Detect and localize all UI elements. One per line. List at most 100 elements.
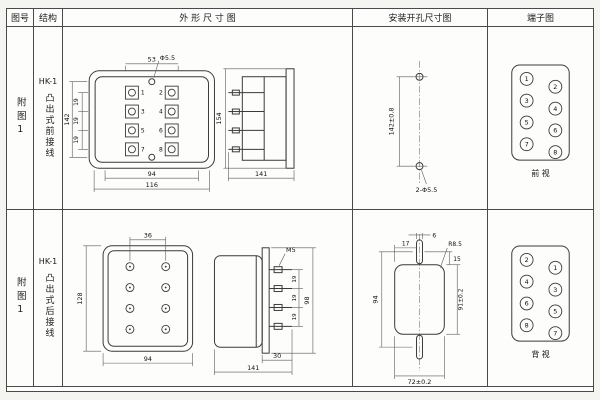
view-label-back: 背 视 (531, 349, 549, 359)
terminal-no-3: 3 (141, 109, 145, 116)
dim-screw-thread: M5 (286, 246, 296, 254)
outline-drawing-front-wiring: 53 Φ5.5 142 19 19 19 1 2 3 4 5 6 7 8 94 … (63, 54, 295, 193)
mounting-cell-row2: R8.5 6 17 15 94 91±0.2 72±0.2 (353, 210, 488, 387)
dim-inner-width: 94 (148, 170, 156, 178)
view-label-front: 前 视 (531, 168, 549, 178)
header-mounting: 安装开孔尺寸图 (353, 9, 488, 27)
header-outline: 外 形 尺 寸 图 (63, 9, 353, 27)
mounting-cutout-drawing-rear: R8.5 6 17 15 94 91±0.2 72±0.2 (371, 232, 465, 386)
relay-rear-view (102, 245, 194, 352)
figure-label: 附图1 (14, 277, 26, 319)
terminal-1: 1 (525, 75, 529, 83)
terminal-no-2: 2 (159, 90, 163, 97)
dim-side-height: 154 (215, 112, 223, 124)
outline-drawing-rear-wiring: 36 128 94 M5 19 19 19 98 30 141 (76, 231, 316, 376)
dim-horizontal-spacing: 72±0.2 (408, 378, 432, 386)
terminal-5: 5 (525, 119, 529, 127)
terminal-no-5: 5 (141, 127, 145, 134)
dim-side-height: 98 (303, 296, 311, 304)
terminal-cell-row2: 2 4 6 8 1 3 5 7 背 视 (488, 210, 593, 387)
terminal-screws (125, 262, 171, 334)
terminal-4: 4 (553, 105, 557, 113)
terminal-no-8: 8 (159, 146, 163, 153)
dim-width: 94 (144, 355, 152, 363)
dim-top-hole: Φ5.5 (160, 54, 175, 62)
model-label: HK-1 (38, 77, 58, 86)
dim-hole-size: 2-Φ5.5 (416, 186, 438, 194)
dim-stud-length: 30 (273, 352, 281, 360)
dim-row-gap-1: 19 (73, 98, 80, 106)
relay-side-view-rear (213, 247, 293, 354)
dim-row-gap-2: 19 (292, 294, 298, 301)
structure-cell-row1: HK-1 凸出式前接线 (34, 27, 63, 210)
terminal-8: 8 (525, 321, 529, 329)
structure-cell-row2: HK-1 凸出式后接线 (34, 210, 63, 387)
figure-label: 附图1 (14, 97, 26, 139)
dim-height: 128 (76, 292, 84, 304)
outline-cell-row2: 36 128 94 M5 19 19 19 98 30 141 (63, 210, 353, 387)
terminal-4: 4 (525, 278, 529, 286)
structure-label: 凸出式后接线 (43, 273, 54, 339)
dim-corner-offset: 15 (453, 256, 461, 263)
dimension-lines (83, 236, 316, 376)
terminal-diagram-back-view: 2 4 6 8 1 3 5 7 背 视 (511, 245, 570, 359)
spec-table: 图号 结构 外 形 尺 寸 图 安装开孔尺寸图 端子图 附图1 HK-1 凸出式… (6, 8, 594, 392)
terminal-no-7: 7 (141, 146, 145, 153)
dim-row-gap-2: 19 (73, 117, 80, 125)
terminal-block-outline (511, 245, 570, 342)
dim-side-depth: 141 (255, 170, 267, 178)
terminal-6: 6 (553, 127, 557, 135)
terminal-no-6: 6 (159, 127, 163, 134)
dim-vertical-spacing: 94 (371, 295, 379, 303)
terminal-1: 1 (553, 264, 557, 272)
dim-top-span: 36 (144, 231, 152, 239)
outline-cell-row1: 53 Φ5.5 142 19 19 19 1 2 3 4 5 6 7 8 94 … (63, 27, 353, 210)
dim-top-span: 53 (148, 55, 156, 63)
terminal-2: 2 (525, 256, 529, 264)
cutout-shapes (394, 239, 445, 360)
dim-row-gap-3: 19 (73, 136, 80, 144)
terminal-squares (125, 85, 179, 157)
dim-cutout-height: 91±0.2 (458, 288, 465, 310)
dim-outer-width: 116 (146, 181, 158, 189)
model-label: HK-1 (38, 257, 58, 266)
terminal-diagram-front-view: 1 3 5 7 2 4 6 8 前 视 (511, 64, 570, 178)
dim-row-gap-3: 19 (292, 313, 298, 320)
figure-no-cell-row2: 附图1 (7, 210, 34, 387)
dim-hole-spacing: 142±0.8 (388, 108, 396, 136)
terminal-6: 6 (525, 300, 529, 308)
terminal-no-4: 4 (159, 109, 163, 116)
figure-no-cell-row1: 附图1 (7, 27, 34, 210)
terminal-3: 3 (553, 286, 557, 294)
dim-height: 142 (63, 113, 71, 125)
terminal-block-outline (511, 64, 570, 161)
header-figure-no: 图号 (7, 9, 34, 27)
mounting-cell-row1: 142±0.8 2-Φ5.5 (353, 27, 488, 210)
header-terminal: 端子图 (488, 9, 593, 27)
relay-side-view (228, 68, 295, 169)
terminal-circles (519, 71, 563, 160)
header-structure: 结构 (34, 9, 63, 27)
terminal-no-1: 1 (141, 90, 145, 97)
table-footer-strip (7, 387, 593, 391)
dimension-lines (378, 232, 461, 379)
terminal-3: 3 (525, 97, 529, 105)
mounting-holes-drawing-front: 142±0.8 2-Φ5.5 (388, 60, 438, 194)
terminal-2: 2 (553, 83, 557, 91)
screw-centers (129, 265, 167, 331)
terminal-5: 5 (553, 308, 557, 316)
dimension-lines (69, 60, 295, 193)
relay-front-view (88, 70, 215, 169)
structure-label: 凸出式前接线 (43, 93, 54, 159)
terminal-cell-row1: 1 3 5 7 2 4 6 8 前 视 (488, 27, 593, 210)
terminal-circles (519, 252, 563, 341)
dim-slot-offset: 17 (402, 240, 410, 247)
dim-side-depth: 141 (247, 364, 259, 372)
terminal-7: 7 (525, 140, 529, 148)
dim-row-gap-1: 19 (292, 275, 298, 282)
terminal-8: 8 (553, 148, 557, 156)
dim-corner-radius: R8.5 (448, 241, 462, 248)
dim-slot-width: 6 (432, 232, 436, 239)
dimension-lines (396, 76, 428, 185)
